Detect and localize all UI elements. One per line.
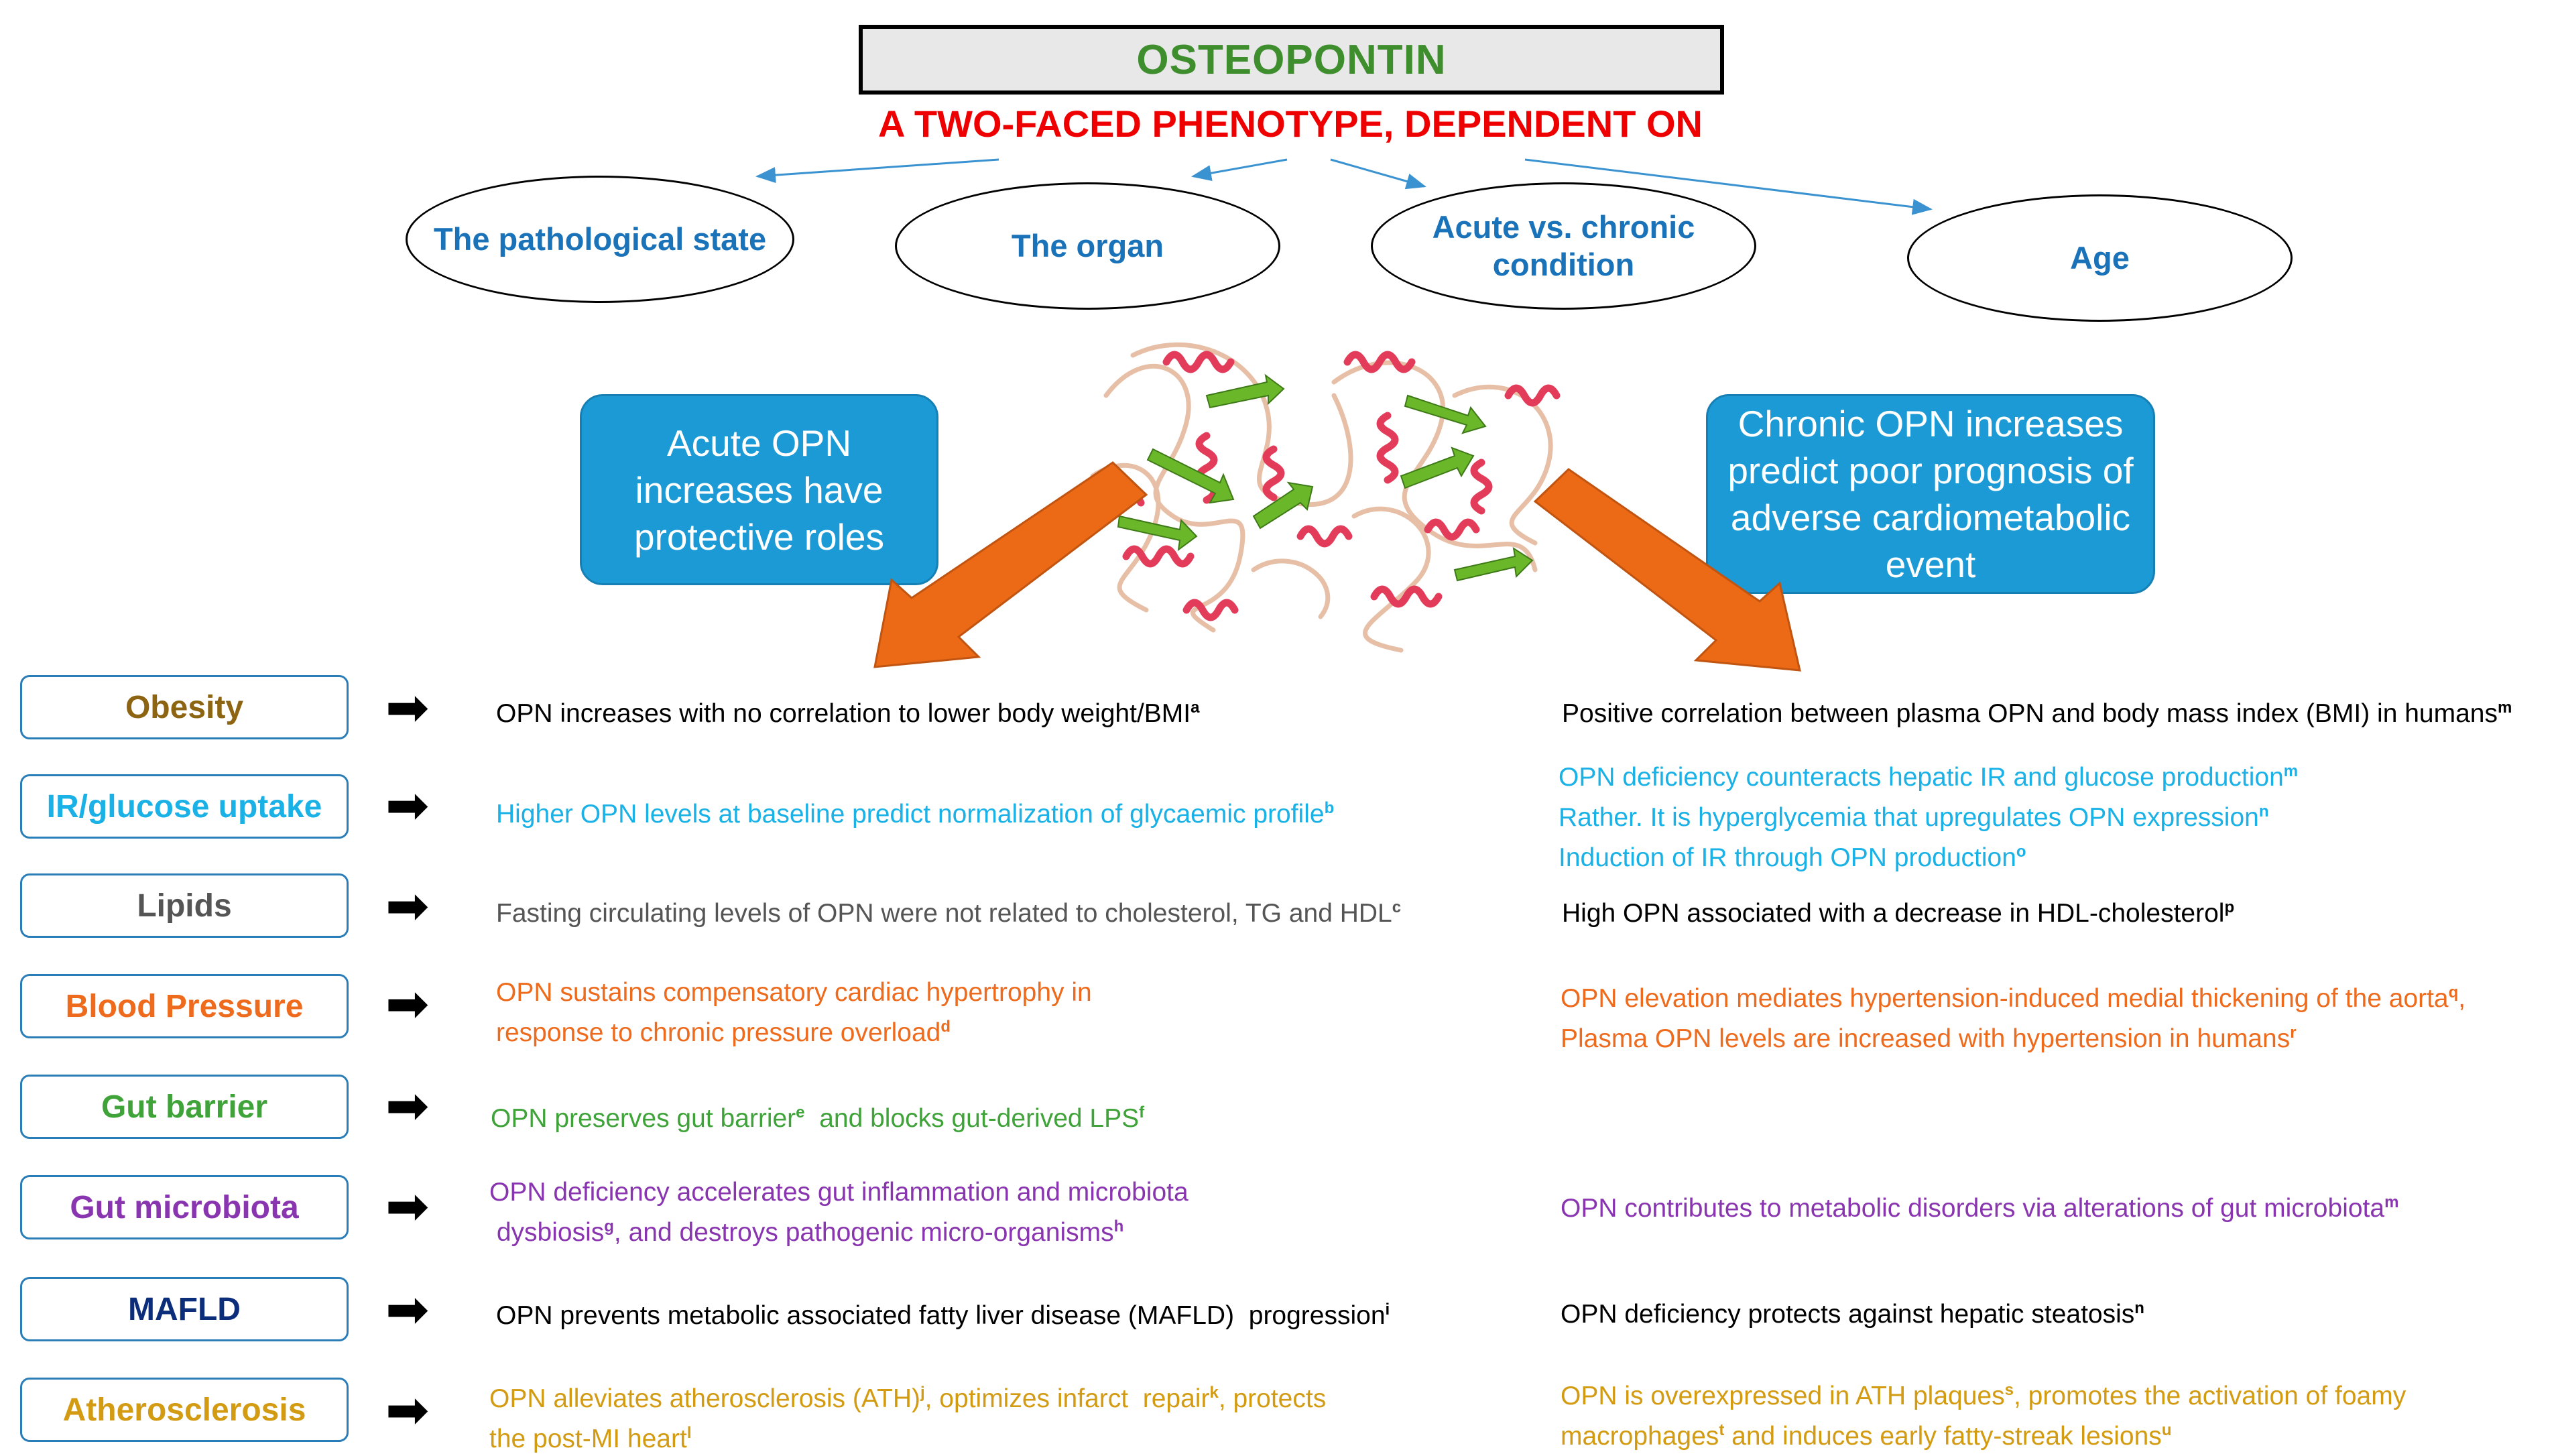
factor-pathological-state: The pathological state <box>406 176 794 303</box>
acute-text-atherosclerosis: OPN alleviates atherosclerosis (ATH)j, o… <box>489 1384 1327 1453</box>
arrow-right-icon: ➡ <box>385 678 430 737</box>
arrow-right-icon: ➡ <box>385 1280 430 1339</box>
chronic-down-arrow <box>1533 468 1801 672</box>
arrow-right-icon: ➡ <box>385 876 430 935</box>
title-box: OSTEOPONTIN <box>859 25 1724 95</box>
category-mafld: MAFLD <box>20 1277 349 1341</box>
arrow-right-icon: ➡ <box>385 1380 430 1439</box>
factor-acute-vs-chronic: Acute vs. chronic condition <box>1371 182 1756 310</box>
chronic-text-gut-microbiota: OPN contributes to metabolic disorders v… <box>1561 1193 2399 1223</box>
acute-opn-box: Acute OPN increases have protective role… <box>580 394 938 585</box>
acute-text-blood-pressure: OPN sustains compensatory cardiac hypert… <box>496 978 1092 1047</box>
category-blood-pressure: Blood Pressure <box>20 974 349 1038</box>
category-lipids: Lipids <box>20 873 349 938</box>
factor-age: Age <box>1907 194 2293 322</box>
category-ir-glucose-uptake: IR/glucose uptake <box>20 774 349 839</box>
chronic-text-mafld: OPN deficiency protects against hepatic … <box>1561 1299 2144 1329</box>
category-gut-barrier: Gut barrier <box>20 1075 349 1139</box>
acute-text-lipids: Fasting circulating levels of OPN were n… <box>496 898 1402 928</box>
acute-text-ir: Higher OPN levels at baseline predict no… <box>496 799 1335 829</box>
chronic-text-obesity: Positive correlation between plasma OPN … <box>1562 699 2512 728</box>
acute-down-arrow <box>873 461 1148 668</box>
category-gut-microbiota: Gut microbiota <box>20 1175 349 1239</box>
osteopontin-protein-structure <box>1089 342 1561 653</box>
chronic-text-atherosclerosis: OPN is overexpressed in ATH plaquess, pr… <box>1561 1381 2406 1451</box>
chronic-text-ir: OPN deficiency counteracts hepatic IR an… <box>1559 762 2299 872</box>
acute-text-gut-microbiota: OPN deficiency accelerates gut inflammat… <box>489 1178 1188 1247</box>
category-atherosclerosis: Atherosclerosis <box>20 1378 349 1442</box>
category-obesity: Obesity <box>20 675 349 739</box>
acute-text-mafld: OPN prevents metabolic associated fatty … <box>496 1300 1390 1330</box>
arrow-right-icon: ➡ <box>385 776 430 835</box>
arrow-right-icon: ➡ <box>385 974 430 1033</box>
acute-text-gut-barrier: OPN preserves gut barriere and blocks gu… <box>491 1103 1145 1133</box>
chronic-text-blood-pressure: OPN elevation mediates hypertension-indu… <box>1561 983 2466 1053</box>
acute-text-obesity: OPN increases with no correlation to low… <box>496 699 1200 728</box>
chronic-opn-box: Chronic OPN increases predict poor progn… <box>1706 394 2155 594</box>
arrow-right-icon: ➡ <box>385 1176 430 1235</box>
subtitle: A TWO-FACED PHENOTYPE, DEPENDENT ON <box>877 103 1703 145</box>
page-title: OSTEOPONTIN <box>1136 36 1447 83</box>
chronic-text-lipids: High OPN associated with a decrease in H… <box>1562 898 2235 928</box>
arrow-right-icon: ➡ <box>385 1076 430 1135</box>
factor-organ: The organ <box>895 182 1280 310</box>
factor-arrows <box>755 158 1933 215</box>
